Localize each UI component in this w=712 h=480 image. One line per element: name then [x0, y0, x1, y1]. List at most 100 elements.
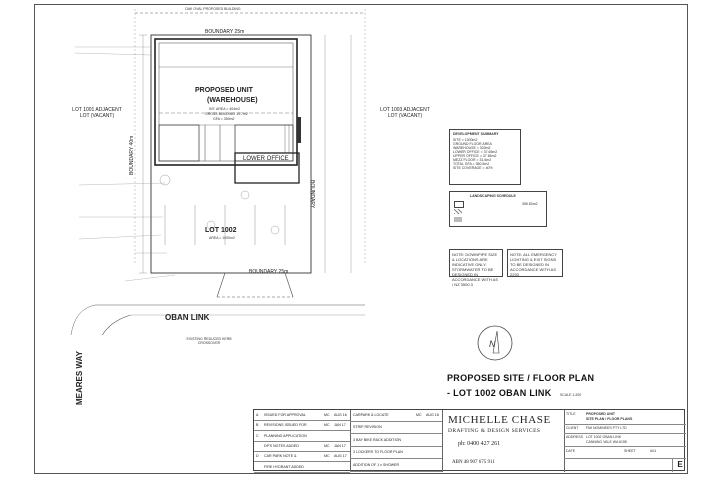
title-key: TITLE: [566, 412, 576, 416]
revisions-table-2: CARPARK & LOCATE MC AUG 18 STRIP REVISION 3 …: [350, 410, 443, 472]
revision-row: C PLANNING APPLICATION: [254, 431, 350, 442]
unit-label: PROPOSED UNIT: [195, 87, 253, 94]
revision-date: JAN 17: [334, 443, 346, 448]
plan-title: PROPOSED SITE / FLOOR PLAN - LOT 1002 OB…: [447, 373, 594, 401]
landscape-swatch-2: [454, 209, 462, 214]
revision2-desc: 3 LOCKERS TO FLOOR PLAN: [353, 450, 403, 455]
revision-row: D CAR PARK NOTE & MC AUG 17: [254, 451, 350, 463]
revision-desc: DP'S NOTES ADDED: [264, 443, 299, 448]
title-val2: SITE PLAN / FLOOR PLANS: [586, 417, 633, 421]
title-row: TITLE PROPOSED UNIT SITE PLAN / FLOOR PL…: [564, 410, 686, 425]
dev-summary-title: DEVELOPMENT SUMMARY: [453, 132, 499, 136]
landscape-total: 355.50m2: [522, 202, 538, 206]
date-row: DATE SHEET A01: [564, 446, 686, 459]
plan-title-line1: PROPOSED SITE / FLOOR PLAN: [447, 373, 595, 383]
sheet-key: SHEET: [624, 449, 636, 453]
boundary-top-label: BOUNDARY 25m: [205, 29, 245, 35]
date-key: DATE: [566, 449, 576, 453]
boundary-right-label: BOUNDARY: [309, 180, 315, 209]
company-phone: ph: 0400 427 261: [458, 441, 501, 447]
boundary-bottom-label: BOUNDARY 25m: [249, 269, 289, 275]
lot-label: LOT 1002: [205, 227, 237, 234]
revision2-row: CARPARK & LOCATE MC AUG 18: [350, 410, 442, 422]
stormwater-note-text: NOTE: DOWNPIPE SIZE & LOCATIONS ARE INDI…: [452, 252, 499, 287]
dev-summary-line: UPPER OFFICE = 37.65m2: [453, 154, 497, 158]
revision-by: MC: [324, 443, 330, 448]
kerb-note: EXISTING REDUCED KERB CROSSOVER: [186, 337, 232, 345]
company-name: MICHELLE CHASE: [448, 414, 551, 426]
address-val1: LOT 1002 OBAN LINK: [586, 435, 622, 439]
lower-office-label: LOWER OFFICE: [243, 156, 289, 162]
revision2-desc: 3 BAY BIKE RACK ADDITION: [353, 437, 401, 442]
revision2-row: STRIP REVISION: [350, 422, 442, 435]
address-row: ADDRESS LOT 1002 OBAN LINK CANNING VALE …: [564, 433, 686, 447]
title-val1: PROPOSED UNIT: [586, 412, 615, 416]
revision2-desc: ADDITION OF 1 x SHOWER: [353, 462, 400, 467]
landscape-title: LANDSCAPING SCHEDULE: [470, 194, 516, 198]
site-plan-drawing: [70, 9, 366, 335]
revision-letter: E: [672, 458, 687, 472]
boundary-left-label: BOUNDARY 40m: [129, 135, 135, 175]
stormwater-note: NOTE: DOWNPIPE SIZE & LOCATIONS ARE INDI…: [449, 249, 503, 287]
lot-area-label: AREA = 1000m2: [209, 236, 235, 240]
right-adjacent-label: LOT 1003 ADJACENT LOT (VACANT): [380, 107, 430, 119]
revision2-desc: CARPARK & LOCATE: [353, 413, 389, 417]
dev-summary-line: WAREHOUSE = 303m2: [453, 146, 491, 150]
svg-text:N: N: [489, 339, 496, 349]
street2-label: MEARES WAY: [75, 351, 84, 405]
revision-rev: D: [256, 454, 259, 459]
company-abn: ABN 48 907 675 911: [452, 460, 495, 465]
unit-sub-label: (WAREHOUSE): [207, 97, 258, 104]
revision-desc: ISSUED FOR APPROVAL: [264, 413, 306, 417]
client-row: CLIENT FMI NOMINEES PTY LTD: [564, 424, 686, 434]
dev-summary-line: LOWER OFFICE = 37.65m2: [453, 150, 498, 154]
emergency-note: NOTE: ALL EMERGENCY LIGHTING & EXIT SIGN…: [507, 249, 563, 277]
project-info: TITLE PROPOSED UNIT SITE PLAN / FLOOR PL…: [564, 410, 686, 472]
dev-summary-line: SITE COVERAGE = 40%: [453, 166, 493, 170]
drawing-sheet: OAK OVAL PROPOSED BUILDING BOUNDARY 25m …: [34, 4, 688, 474]
revision-row: DP'S NOTES ADDED MC JAN 17: [254, 441, 350, 452]
emergency-note-text: NOTE: ALL EMERGENCY LIGHTING & EXIT SIGN…: [510, 252, 557, 277]
dev-summary-line: MEZZ FLOOR = 31.6m2: [453, 158, 492, 162]
revision2-desc: STRIP REVISION: [353, 425, 382, 430]
unit-area-label: INT. AREA = 404m2: [209, 107, 241, 111]
revision-rev: B: [256, 423, 259, 428]
revision2-date: AUG 18: [426, 413, 439, 417]
street-label: OBAN LINK: [165, 313, 210, 322]
proposed-building-label: OAK OVAL PROPOSED BUILDING: [185, 7, 241, 11]
dev-summary-line: TOTAL GFA = 350.5m2: [453, 162, 490, 166]
north-arrow-icon: N: [477, 325, 513, 361]
revision-desc: PLANNING APPLICATION: [264, 433, 307, 438]
revision-by: MC: [324, 454, 330, 459]
revision2-row: 3 LOCKERS TO FLOOR PLAN: [350, 447, 442, 460]
dev-summary-line: SITE = 1000m2: [453, 138, 478, 142]
unit-area2-label: GROSS BUILDING 10.7m2: [205, 112, 248, 116]
landscape-swatch-1: [454, 201, 464, 208]
unit-area3-label: GFA = 350m2: [213, 117, 235, 121]
revision-by: MC: [324, 423, 330, 428]
revision-rev: C: [256, 433, 259, 438]
revision-date: AUG 17: [334, 454, 347, 459]
company-block: MICHELLE CHASE DRAFTING & DESIGN SERVICE…: [442, 410, 565, 472]
revision-by: MC: [324, 413, 330, 417]
revision2-by: MC: [416, 413, 422, 417]
company-tagline: DRAFTING & DESIGN SERVICES: [448, 428, 541, 434]
revision-row: FIRE HYDRANT ADDED: [254, 462, 350, 473]
revision-desc: REVISIONS ISSUED FOR: [264, 423, 307, 428]
dev-summary-line: GROUND FLOOR AREA: [453, 142, 492, 146]
landscaping-schedule: LANDSCAPING SCHEDULE 355.50m2: [449, 191, 547, 227]
left-adjacent-label: LOT 1001 ADJACENT LOT (VACANT): [72, 107, 122, 119]
landscape-swatch-3: [454, 217, 462, 222]
plan-title-line2: - LOT 1002 OBAN LINK: [447, 388, 552, 398]
revision-desc: FIRE HYDRANT ADDED: [264, 464, 304, 469]
client-key: CLIENT: [566, 426, 579, 430]
revision-desc: CAR PARK NOTE &: [264, 454, 297, 459]
revision2-row: ADDITION OF 1 x SHOWER: [350, 460, 442, 472]
address-key: ADDRESS: [566, 435, 583, 439]
